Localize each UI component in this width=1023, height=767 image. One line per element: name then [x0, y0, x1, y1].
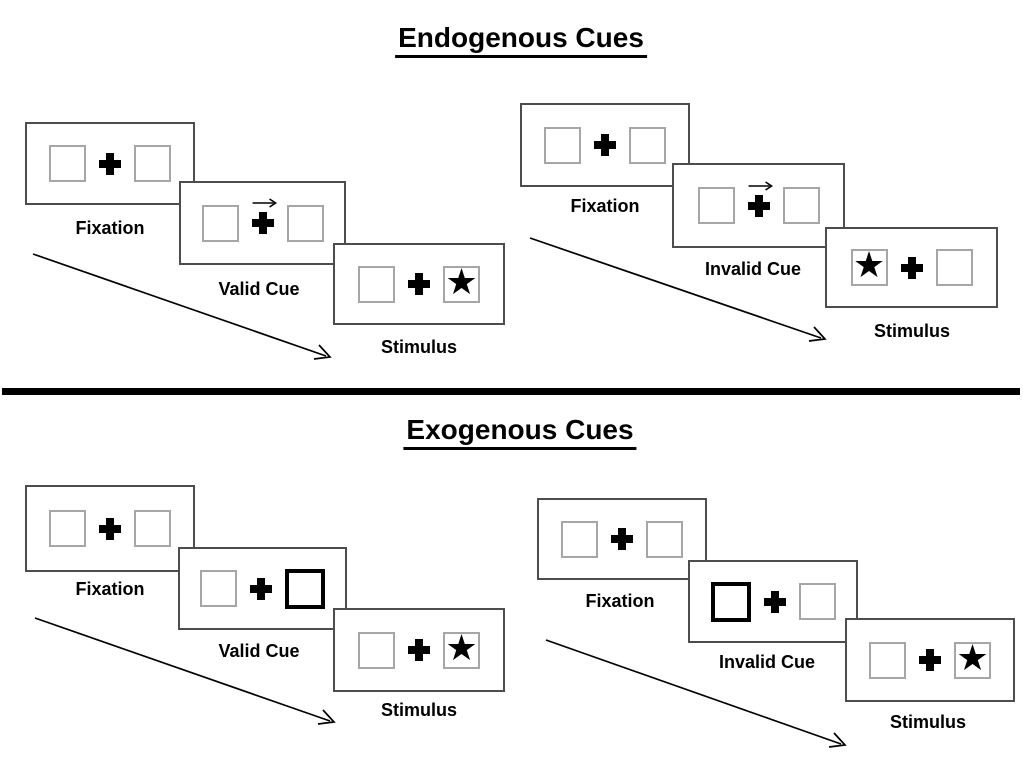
fixation-panel [537, 498, 707, 580]
panel-label: Stimulus [380, 700, 458, 720]
panel-label: Stimulus [380, 337, 458, 357]
fixation-cross-icon [594, 134, 616, 156]
sequence-arrow [34, 617, 336, 725]
panel-label: Invalid Cue [704, 259, 802, 279]
star-stimulus-icon: ★ [445, 261, 478, 303]
section-title-exogenous: Exogenous Cues [403, 414, 637, 450]
fixation-panel [25, 485, 195, 572]
left-box: ★ [850, 245, 888, 286]
cue-panel [672, 163, 845, 248]
stimulus-panel: ★ [333, 608, 505, 692]
panel-label: Valid Cue [218, 641, 300, 661]
panel-label: Fixation [585, 591, 655, 611]
panel-label: Fixation [75, 579, 145, 599]
star-stimulus-icon: ★ [852, 245, 886, 286]
fixation-cross-icon [747, 180, 773, 217]
right-box: ★ [954, 637, 991, 679]
stimulus-panel: ★ [333, 243, 505, 325]
right-box [935, 249, 973, 286]
fixation-cross-icon [919, 649, 941, 671]
left-box [201, 204, 239, 242]
left-box [544, 126, 581, 164]
left-box [561, 520, 598, 558]
left-box [869, 641, 906, 679]
right-box [134, 145, 171, 182]
section-divider [2, 388, 1020, 395]
right-box [134, 510, 171, 547]
left-box [358, 631, 395, 669]
right-box [286, 204, 324, 242]
fixation-cross-icon [408, 273, 430, 295]
left-box-highlighted [710, 581, 751, 622]
right-box [629, 126, 666, 164]
sequence-arrow [545, 639, 847, 748]
fixation-panel [25, 122, 195, 205]
section-title-endogenous: Endogenous Cues [395, 22, 647, 58]
sequence-arrow [32, 253, 332, 360]
right-arrow-icon [252, 198, 277, 208]
sequence-arrow [529, 237, 827, 342]
right-box: ★ [443, 627, 480, 669]
right-box: ★ [443, 261, 480, 303]
cue-panel [688, 560, 858, 643]
fixation-cross-icon [251, 198, 277, 234]
fixation-panel [520, 103, 690, 187]
cue-panel [179, 181, 346, 265]
fixation-cross-icon [99, 152, 121, 175]
fixation-cross-icon [611, 528, 633, 550]
right-box-highlighted [285, 568, 325, 609]
left-box [49, 510, 86, 547]
left-box [358, 265, 395, 303]
right-box [782, 187, 820, 224]
panel-label: Fixation [570, 196, 640, 216]
cue-panel [178, 547, 347, 630]
right-box [646, 520, 683, 558]
panel-label: Stimulus [889, 712, 967, 732]
panel-label: Stimulus [873, 321, 951, 341]
left-box [49, 145, 86, 182]
stimulus-panel: ★ [845, 618, 1015, 702]
fixation-cross-icon [900, 256, 923, 279]
panel-label: Fixation [75, 218, 145, 238]
fixation-cross-icon [408, 639, 430, 661]
fixation-cross-icon [99, 517, 121, 540]
fixation-cross-icon [250, 577, 272, 600]
stimulus-panel: ★ [825, 227, 998, 308]
star-stimulus-icon: ★ [445, 627, 478, 669]
panel-label: Valid Cue [218, 279, 300, 299]
panel-label: Invalid Cue [718, 652, 816, 672]
star-stimulus-icon: ★ [956, 637, 989, 679]
fixation-cross-icon [763, 590, 786, 613]
right-box [798, 583, 836, 620]
right-arrow-icon [748, 180, 773, 191]
left-box [200, 570, 237, 607]
left-box [697, 187, 735, 224]
